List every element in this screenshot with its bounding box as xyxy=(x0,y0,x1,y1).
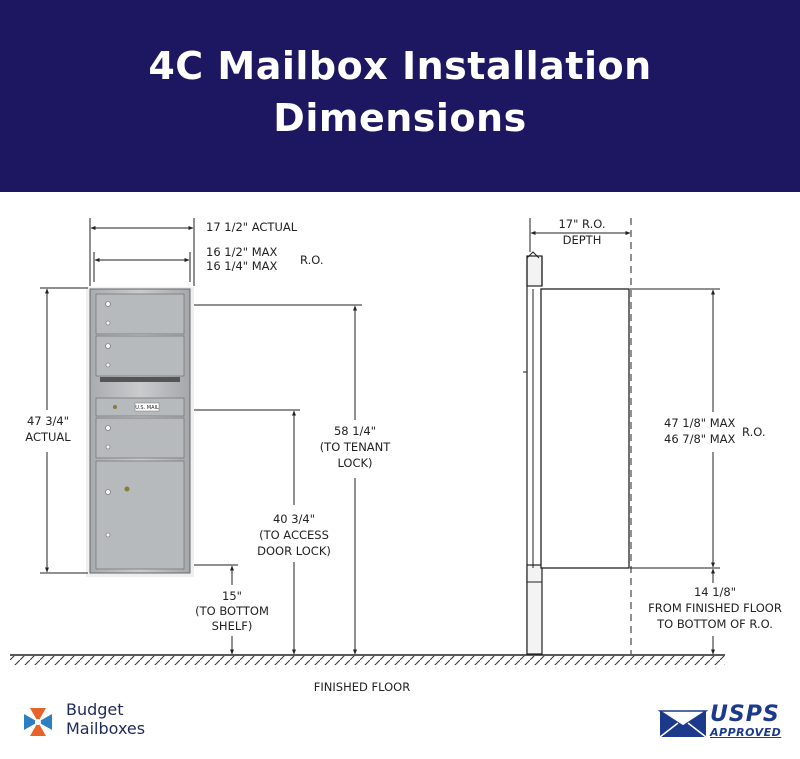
floor-to-ro-value: 14 1/8" xyxy=(694,585,736,599)
ro-width-min-label: 16 1/4" MAX xyxy=(206,259,278,273)
budget-mailboxes-logo-icon xyxy=(24,708,52,736)
dimension-access-lock xyxy=(194,409,300,655)
dimension-depth xyxy=(529,218,632,654)
usps-approved-label: APPROVED xyxy=(710,726,782,739)
access-lock-value: 40 3/4" xyxy=(273,512,315,526)
usps-approved-text: USPS APPROVED xyxy=(710,702,782,739)
width-actual-label: 17 1/2" ACTUAL xyxy=(206,220,298,234)
installation-diagram: FINISHED FLOOR U.S. MAIL 17 1/2" ACTUAL … xyxy=(10,217,782,694)
brand-name: Budget Mailboxes xyxy=(66,700,145,738)
depth-label: DEPTH xyxy=(563,233,602,247)
dimension-bottom-shelf xyxy=(194,564,238,655)
title-line-2: Dimensions xyxy=(273,96,527,140)
dimension-width-actual xyxy=(89,218,195,286)
mailbox-front-view: U.S. MAIL xyxy=(86,287,194,577)
brand-line2: Mailboxes xyxy=(66,719,146,738)
height-actual-label: ACTUAL xyxy=(25,430,71,444)
bottom-shelf-line2: SHELF) xyxy=(212,619,253,633)
depth-value: 17" R.O. xyxy=(558,217,605,231)
height-actual-value: 47 3/4" xyxy=(27,414,69,428)
finished-floor-label: FINISHED FLOOR xyxy=(314,680,410,694)
ro-width-suffix: R.O. xyxy=(300,253,323,267)
us-mail-plate-label: U.S. MAIL xyxy=(135,405,159,411)
access-lock-line2: DOOR LOCK) xyxy=(257,544,331,558)
usps-wordmark: USPS xyxy=(710,702,780,727)
brand-line1: Budget xyxy=(66,700,124,719)
ro-height-min-label: 46 7/8" MAX xyxy=(664,432,736,446)
finished-floor xyxy=(10,654,725,665)
usps-approved-badge: USPS APPROVED xyxy=(658,702,783,741)
budget-mailboxes-brand: Budget Mailboxes xyxy=(18,700,178,744)
usps-eagle-icon xyxy=(658,710,708,738)
tenant-lock-line2: LOCK) xyxy=(337,456,372,470)
floor-to-ro-line1: FROM FINISHED FLOOR xyxy=(648,601,782,615)
bottom-shelf-line1: (TO BOTTOM xyxy=(195,604,269,618)
page-title: 4C Mailbox Installation Dimensions xyxy=(0,40,800,144)
title-line-1: 4C Mailbox Installation xyxy=(148,44,652,88)
dimension-height-actual xyxy=(40,287,88,574)
ro-height-suffix: R.O. xyxy=(742,425,765,439)
access-lock-line1: (TO ACCESS xyxy=(259,528,329,542)
dimension-tenant-lock xyxy=(194,304,362,655)
ro-height-max-label: 47 1/8" MAX xyxy=(664,416,736,430)
tenant-lock-value: 58 1/4" xyxy=(334,424,376,438)
dimension-ro-height xyxy=(630,288,720,569)
tenant-lock-line1: (TO TENANT xyxy=(320,440,392,454)
header-banner: 4C Mailbox Installation Dimensions xyxy=(0,0,800,192)
ro-width-max-label: 16 1/2" MAX xyxy=(206,245,278,259)
floor-to-ro-line2: TO BOTTOM OF R.O. xyxy=(656,617,773,631)
bottom-shelf-value: 15" xyxy=(222,589,242,603)
wall-section-side-view xyxy=(523,251,630,655)
